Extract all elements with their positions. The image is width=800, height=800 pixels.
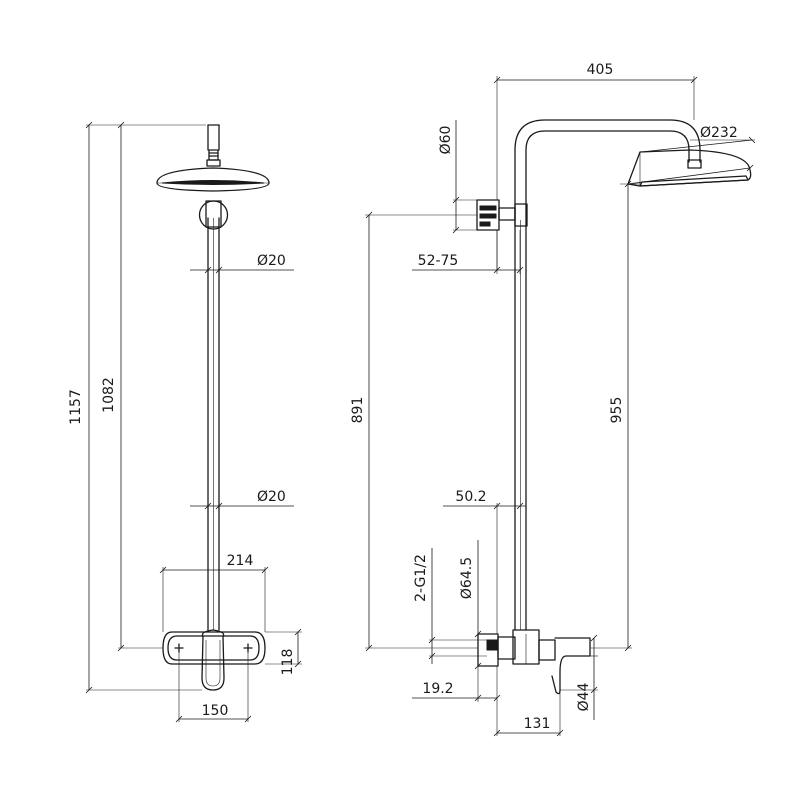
label-mixer-depth: 131	[524, 716, 551, 732]
dim-centers: 150	[175, 652, 252, 723]
side-riser-arm	[514, 119, 701, 631]
dim-head-height: 955	[590, 180, 640, 652]
label-centers: 150	[202, 703, 229, 719]
label-shower-height: 1082	[101, 377, 117, 413]
label-pipe-offset: 50.2	[455, 489, 486, 505]
dim-mixer-width: 214	[159, 553, 269, 632]
dim-arm-projection: 405	[493, 62, 698, 200]
label-pipe-dia-lower: Ø20	[257, 489, 286, 505]
dim-shower-height: 1082	[101, 121, 163, 652]
label-holder-offset: 52-75	[418, 253, 459, 269]
dim-head-dia: Ø232	[627, 125, 756, 185]
dim-inlet-thread: 2-G1/2	[413, 548, 487, 664]
label-inlet-thread: 2-G1/2	[413, 554, 429, 602]
dim-mixer-height: 118	[265, 628, 302, 676]
dim-overall-height: 1157	[68, 121, 206, 694]
label-wall-gap: 19.2	[422, 681, 453, 697]
label-handle-dia: Ø44	[576, 682, 592, 711]
front-view: 1157 1082 Ø20 Ø20 214	[68, 121, 302, 723]
dim-mixer-depth: 131	[493, 692, 564, 737]
shower-arm	[206, 124, 221, 167]
dim-wall-gap: 19.2	[412, 666, 501, 736]
dim-pipe-offset: 50.2	[443, 489, 526, 634]
label-holder-dia: Ø60	[438, 126, 454, 155]
mixer-front	[162, 629, 266, 691]
label-arm-projection: 405	[587, 62, 614, 78]
slide-holder-side	[476, 199, 528, 231]
side-view: 405 Ø232 Ø60 52-75	[350, 62, 756, 737]
label-escutcheon-dia: Ø64.5	[459, 557, 475, 599]
dim-holder-dia: Ø60	[438, 120, 477, 234]
label-pipe-dia-upper: Ø20	[257, 253, 286, 269]
label-mixer-height: 118	[280, 649, 296, 676]
mixer-side	[477, 629, 591, 695]
dim-handle-dia: Ø44	[560, 634, 598, 720]
shower-head-front	[156, 167, 270, 192]
riser-pipe	[207, 217, 220, 631]
dim-holder-height: 891	[350, 211, 478, 652]
label-head-height: 955	[609, 397, 625, 424]
shower-head-side	[627, 149, 752, 187]
label-overall-height: 1157	[68, 389, 84, 425]
dim-holder-offset: 52-75	[412, 230, 524, 274]
dim-escutcheon-dia: Ø64.5	[459, 540, 482, 670]
slide-holder-front	[198, 200, 229, 230]
dim-pipe-dia-lower: Ø20	[190, 489, 294, 510]
label-mixer-width: 214	[227, 553, 254, 569]
dim-pipe-dia-upper: Ø20	[190, 253, 294, 274]
label-head-dia: Ø232	[700, 125, 738, 141]
label-holder-height: 891	[350, 397, 366, 424]
